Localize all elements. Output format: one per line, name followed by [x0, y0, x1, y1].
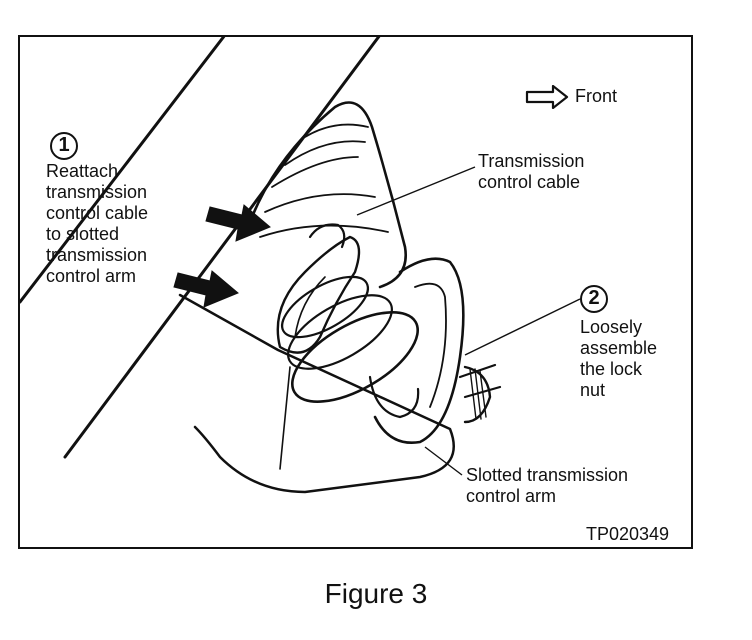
front-label: Front [575, 86, 618, 106]
retaining-clip [276, 235, 361, 354]
leader-step-2 [464, 298, 581, 356]
pointer-arrow-lower [173, 270, 239, 308]
step-2-line: Loosely [580, 317, 643, 337]
mount-plate [178, 293, 455, 494]
figure-caption: Figure 3 [324, 578, 428, 609]
outline-arrow-right-icon [525, 85, 569, 109]
step-1-line: control arm [46, 266, 137, 286]
case-edge-inner [63, 37, 381, 459]
cable-assembly-illustration [20, 37, 581, 494]
diagram-code: TP020349 [586, 524, 670, 544]
leader-arm [424, 446, 463, 476]
illustration-frame: Front 1 Reattach transmission control ca… [18, 35, 693, 549]
step-1-line: Reattach [46, 161, 119, 181]
step-2-line: assemble [580, 338, 658, 358]
step-2-number: 2 [580, 285, 608, 313]
arm-callout-line: control arm [466, 486, 557, 506]
cable-callout-line: Transmission [478, 151, 585, 171]
arm-callout-line: Slotted transmission [466, 465, 629, 485]
step-1-line: to slotted [46, 224, 120, 244]
step-1-line: transmission [46, 182, 148, 202]
cable-boot [248, 101, 408, 289]
mount-plate-inner [279, 366, 291, 470]
threaded-stud [458, 363, 502, 399]
case-edge-outer [20, 37, 226, 304]
step-1-line: transmission [46, 245, 148, 265]
step-2-line: nut [580, 380, 606, 400]
control-arm [373, 257, 465, 445]
step-2-line: the lock [580, 359, 643, 379]
lock-nut [463, 365, 492, 424]
cable-callout-line: control cable [478, 172, 581, 192]
pointer-arrow-upper [205, 204, 271, 242]
leader-cable [356, 166, 476, 216]
step-1-line: control cable [46, 203, 149, 223]
step-1-number: 1 [50, 132, 78, 160]
